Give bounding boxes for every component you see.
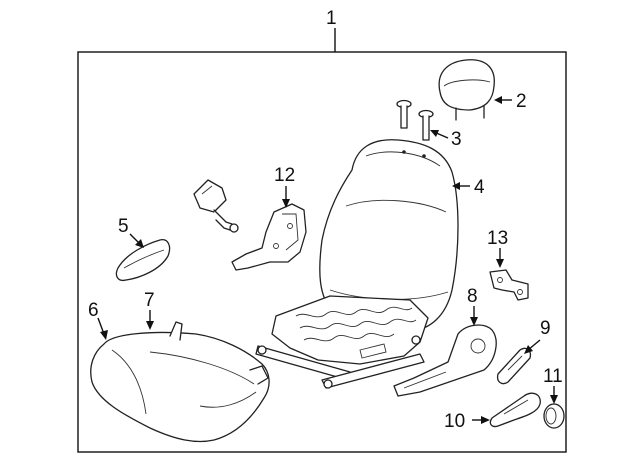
callout-4: 4 [474,177,485,198]
arrow-8 [470,317,478,326]
callout-3: 3 [451,129,462,150]
callout-12: 12 [274,165,295,186]
seat-cushion-pad [115,239,171,282]
buckle-bracket [231,203,307,271]
cap [543,403,565,429]
callout-13: 13 [487,228,508,249]
arrow-4 [452,182,460,190]
arrow-12 [282,199,290,208]
arrow-7 [146,321,154,330]
assembly-frame [77,51,567,453]
arrow-13 [496,259,504,268]
bracket [489,269,529,301]
callout-11: 11 [543,366,563,387]
seat-belt-buckle [193,179,239,233]
callout-8: 8 [467,286,478,307]
callout-5: 5 [118,216,129,237]
callout-9: 9 [540,318,551,339]
arrow-2 [494,96,502,104]
headrest-guide-pins [396,99,434,141]
callout-1: 1 [326,8,337,29]
seat-back [319,139,459,333]
cushion-cover [90,321,270,443]
callout-10: 10 [444,411,465,432]
arrow-3 [430,130,439,137]
callout-7: 7 [144,290,155,311]
recliner-knob [496,347,532,385]
arrow-6 [100,330,108,340]
callout-6: 6 [88,300,99,321]
recliner-cover [393,324,497,397]
callout-2: 2 [516,91,527,112]
arrow-10 [481,416,490,424]
arrow-9 [524,345,533,354]
lever-handle [489,392,541,428]
seat-frame [255,295,429,389]
arrow-5 [135,239,144,248]
arrow-11 [550,395,558,404]
headrest [438,59,495,121]
